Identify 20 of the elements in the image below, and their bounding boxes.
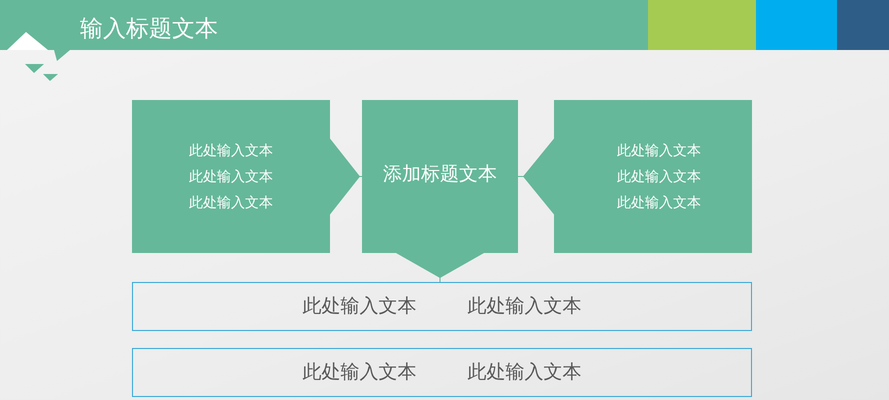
body-text: 此处输入文本 — [468, 363, 582, 382]
arrow — [396, 252, 484, 282]
text-panel — [554, 100, 752, 253]
body-text: 此处输入文本 — [189, 144, 273, 158]
heading-panel — [362, 100, 518, 253]
body-text: 此处输入文本 — [189, 196, 273, 210]
body-text: 此处输入文本 — [189, 170, 273, 184]
body-text: 此处输入文本 — [617, 170, 701, 184]
body-text: 此处输入文本 — [617, 196, 701, 210]
arrow — [518, 138, 554, 214]
slide-title: 输入标题文本 — [80, 18, 218, 41]
body-text: 此处输入文本 — [302, 363, 416, 382]
arrow — [330, 138, 362, 214]
text-panel — [132, 100, 330, 253]
outlined-bar — [132, 348, 752, 397]
heading-text: 添加标题文本 — [383, 165, 497, 184]
body-text: 此处输入文本 — [302, 297, 416, 316]
body-text: 此处输入文本 — [617, 144, 701, 158]
body-text: 此处输入文本 — [468, 297, 582, 316]
outlined-bar — [132, 282, 752, 331]
